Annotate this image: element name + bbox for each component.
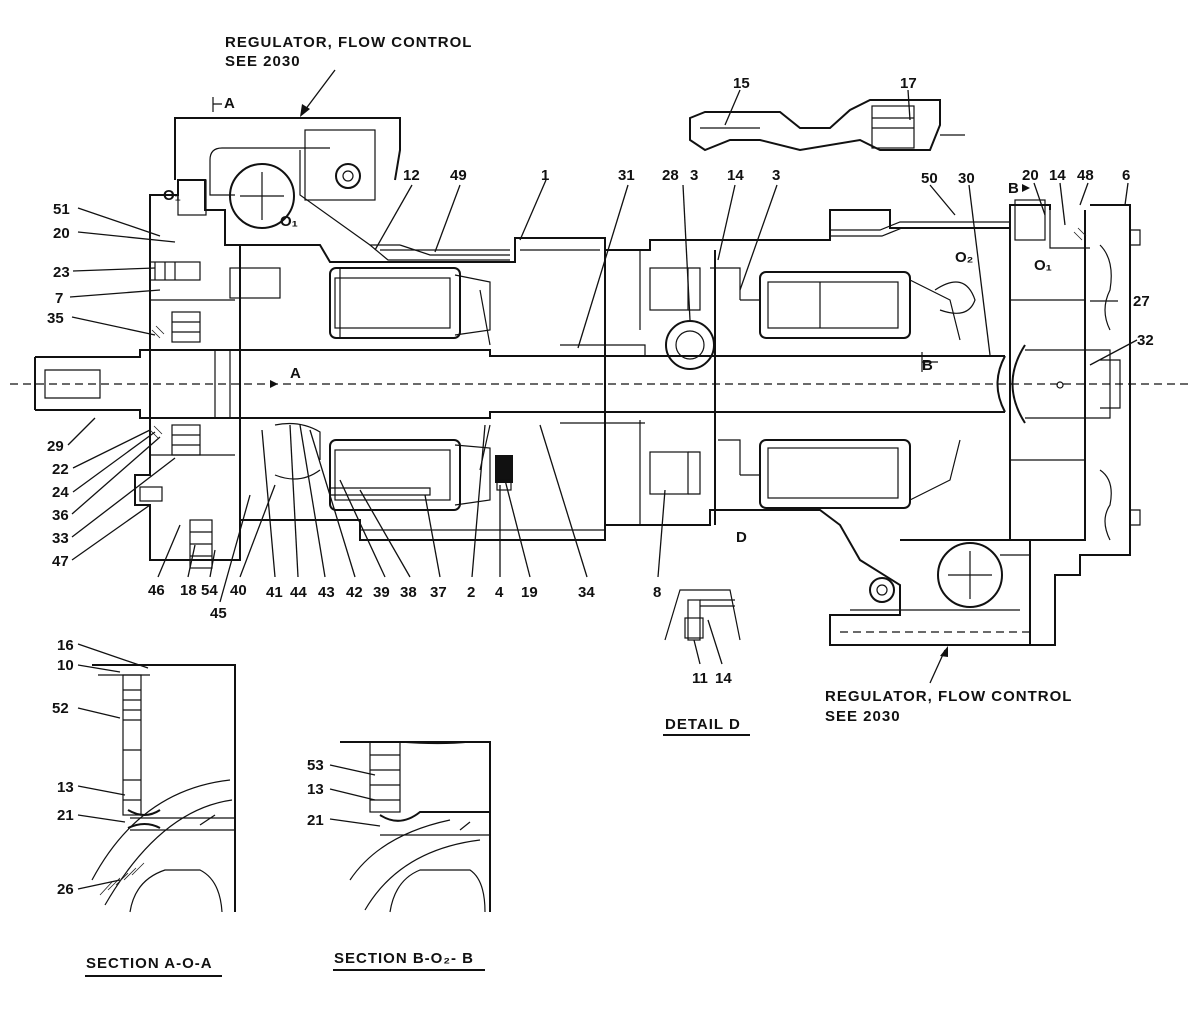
regulator-bottom-arrowhead [940, 646, 948, 657]
callout-34: 34 [578, 584, 595, 601]
callout-15: 15 [733, 75, 750, 92]
regulator-top-arrowhead [300, 104, 310, 117]
callout-11: 11 [692, 670, 708, 687]
shaft-marker-a-label: A [290, 365, 301, 382]
regulator-top-leader [304, 69, 336, 111]
section-a-marker-top [212, 97, 222, 112]
callout-3-right: 3 [772, 167, 780, 184]
detail-d-title: DETAIL D [665, 716, 741, 733]
callout-21-a: 21 [57, 807, 74, 824]
o1-marker-left-a: O₁ [163, 187, 181, 204]
callout-32: 32 [1137, 332, 1154, 349]
main-housing [134, 117, 1141, 646]
callout-1: 1 [541, 167, 549, 184]
callout-20: 20 [53, 225, 70, 242]
callout-17: 17 [900, 75, 917, 92]
callout-49: 49 [450, 167, 467, 184]
callout-37: 37 [430, 584, 447, 601]
shaft-marker-b-label: B [922, 357, 933, 374]
callout-39: 39 [373, 584, 390, 601]
o1-marker-right: O₁ [1034, 257, 1052, 274]
callout-54: 54 [201, 582, 218, 599]
callout-35: 35 [47, 310, 64, 327]
right-cylinder-block [740, 271, 976, 509]
callout-30: 30 [958, 170, 975, 187]
callout-26: 26 [57, 881, 74, 898]
section-b-title: SECTION B-O₂- B [334, 950, 474, 967]
callout-51: 51 [53, 201, 70, 218]
callout-10: 10 [57, 657, 74, 674]
regulator-bottom-label-line1: REGULATOR, FLOW CONTROL [825, 688, 1072, 705]
left-cover-details [139, 261, 281, 569]
seal-hatching [149, 227, 1087, 439]
callout-40: 40 [230, 582, 247, 599]
callout-29: 29 [47, 438, 64, 455]
callout-42: 42 [346, 584, 363, 601]
o2-marker-right: O₂ [955, 249, 973, 266]
callout-46: 46 [148, 582, 165, 599]
callout-41: 41 [266, 584, 283, 601]
callout-13-b: 13 [307, 781, 324, 798]
callout-23: 23 [53, 264, 70, 281]
callout-45: 45 [210, 605, 227, 622]
callout-44: 44 [290, 584, 307, 601]
section-b-marker-top-arrow [1022, 184, 1030, 192]
callout-24: 24 [52, 484, 69, 501]
section-a-title: SECTION A-O-A [86, 955, 213, 972]
section-a-view [91, 664, 236, 913]
callout-43: 43 [318, 584, 335, 601]
callout-53: 53 [307, 757, 324, 774]
callout-6: 6 [1122, 167, 1130, 184]
upper-linkage [689, 99, 965, 152]
section-b-marker-top-label: B [1008, 180, 1019, 197]
detail-d-view [664, 589, 741, 665]
callout-12: 12 [403, 167, 420, 184]
callout-19: 19 [521, 584, 538, 601]
callout-38: 38 [400, 584, 417, 601]
callout-leaders [67, 89, 1138, 890]
callout-7: 7 [55, 290, 63, 307]
callout-numbers: 51 20 23 7 35 29 22 24 36 33 47 46 18 54… [47, 75, 1154, 898]
callout-47: 47 [52, 553, 69, 570]
section-b-view [340, 741, 491, 913]
drive-shaft [10, 344, 1190, 424]
callout-52: 52 [52, 700, 69, 717]
callout-2: 2 [467, 584, 475, 601]
callout-18: 18 [180, 582, 197, 599]
callout-22: 22 [52, 461, 69, 478]
callout-20-right: 20 [1022, 167, 1039, 184]
callout-36: 36 [52, 507, 69, 524]
callout-16: 16 [57, 637, 74, 654]
callout-14-right: 14 [1049, 167, 1066, 184]
regulator-top-label-line1: REGULATOR, FLOW CONTROL [225, 34, 472, 51]
callout-33: 33 [52, 530, 69, 547]
callout-13-a: 13 [57, 779, 74, 796]
callout-31: 31 [618, 167, 635, 184]
callout-28: 28 [662, 167, 679, 184]
callout-3-center: 3 [690, 167, 698, 184]
left-cylinder-block [274, 267, 513, 511]
callout-4: 4 [495, 584, 504, 601]
callout-21-b: 21 [307, 812, 324, 829]
callout-8: 8 [653, 584, 661, 601]
regulator-bottom-label-line2: SEE 2030 [825, 708, 901, 725]
section-a-marker-top-label: A [224, 95, 235, 112]
callout-50: 50 [921, 170, 938, 187]
callout-48: 48 [1077, 167, 1094, 184]
o1-marker-left-b: O₁ [280, 213, 298, 230]
callout-14-center: 14 [727, 167, 744, 184]
regulator-top-label-line2: SEE 2030 [225, 53, 301, 70]
detail-d-marker: D [736, 529, 747, 546]
callout-27: 27 [1133, 293, 1150, 310]
callout-14-detail: 14 [715, 670, 732, 687]
center-gear-area [649, 267, 741, 495]
